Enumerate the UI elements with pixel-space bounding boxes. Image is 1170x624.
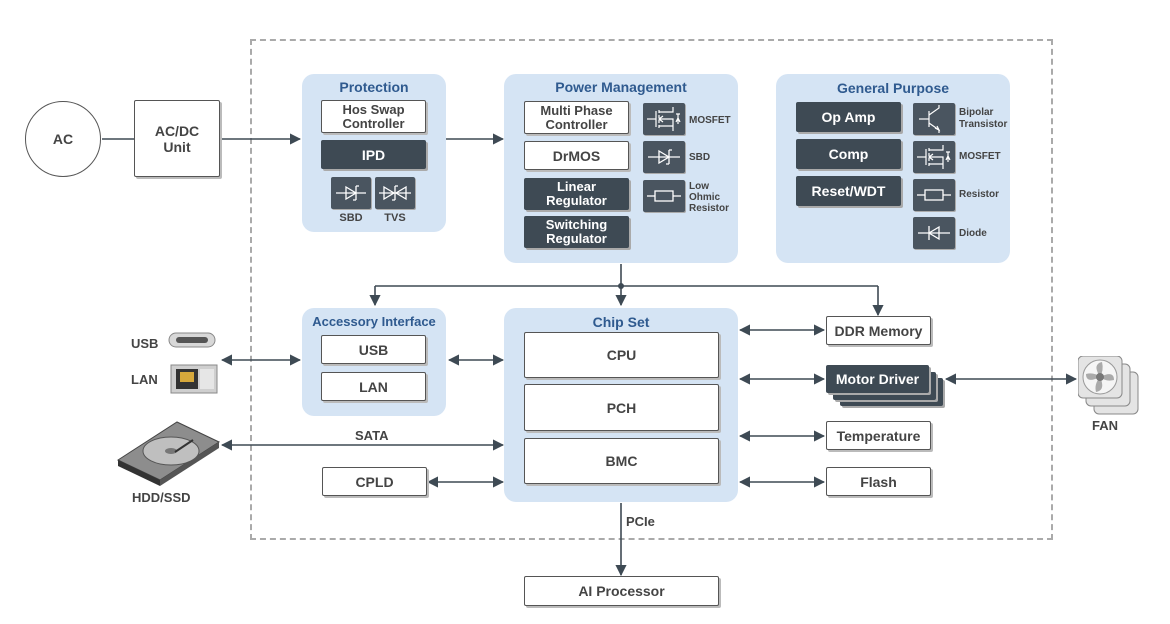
- accessory-interface-title: Accessory Interface: [312, 314, 436, 329]
- pm-sbd-symbol: [643, 141, 685, 173]
- accessory-lan: LAN: [321, 372, 426, 401]
- tvs-diode-icon: [379, 185, 411, 201]
- cpu-block: CPU: [524, 332, 719, 378]
- ac-source: AC: [25, 101, 101, 177]
- pm-mosfet-label: MOSFET: [689, 115, 731, 126]
- drmos-block: DrMOS: [524, 141, 629, 170]
- acdc-unit: AC/DC Unit: [134, 100, 220, 177]
- ai-processor: AI Processor: [524, 576, 719, 606]
- cpld-block: CPLD: [322, 467, 427, 496]
- sbd-diode-icon: [336, 185, 366, 201]
- pm-low-ohmic-label: Low Ohmic Resistor: [689, 181, 730, 214]
- tvs-symbol: [375, 177, 415, 209]
- gp-resistor-symbol: [913, 179, 955, 211]
- pch-block: PCH: [524, 384, 719, 431]
- pm-sbd-label: SBD: [689, 152, 711, 163]
- chipset-title: Chip Set: [592, 314, 650, 330]
- flash-memory: Flash: [826, 467, 931, 496]
- protection-title: Protection: [339, 79, 409, 95]
- diode-icon: [918, 225, 950, 241]
- junction-dot: [618, 283, 624, 289]
- motor-driver: Motor Driver: [826, 365, 929, 393]
- mosfet-icon: [647, 107, 681, 131]
- gp-diode-label: Diode: [959, 228, 987, 239]
- system-boundary: [250, 39, 1053, 540]
- power-management-title: Power Management: [555, 79, 687, 95]
- bipolar-label: Bipolar Transistor: [959, 107, 1008, 130]
- usb-connector-icon: [168, 332, 216, 348]
- ext-lan-label: LAN: [131, 372, 158, 387]
- ipd-block: IPD: [321, 140, 426, 169]
- pm-mosfet-symbol: [643, 103, 685, 135]
- ac-label: AC: [52, 131, 74, 147]
- mosfet-icon: [917, 145, 951, 169]
- sbd-symbol: [331, 177, 371, 209]
- resistor-icon: [647, 190, 681, 202]
- switching-regulator: Switching Regulator: [524, 216, 629, 248]
- bipolar-transistor-icon: [919, 105, 941, 133]
- ddr-memory: DDR Memory: [826, 316, 931, 345]
- op-amp-block: Op Amp: [796, 102, 901, 132]
- pcie-label: PCIe: [626, 514, 655, 529]
- fan-icon: [1078, 356, 1139, 415]
- sata-label: SATA: [355, 428, 389, 443]
- gp-mosfet-symbol: [913, 141, 955, 173]
- tvs-label: TVS: [384, 212, 406, 224]
- accessory-usb: USB: [321, 335, 426, 364]
- bipolar-symbol: [913, 103, 955, 135]
- ext-fan-label: FAN: [1092, 418, 1118, 433]
- pm-resistor-symbol: [643, 180, 685, 212]
- gp-diode-symbol: [913, 217, 955, 249]
- temperature-sensor: Temperature: [826, 421, 931, 450]
- gp-resistor-label: Resistor: [959, 189, 1000, 200]
- resistor-icon: [917, 189, 951, 201]
- gp-mosfet-label: MOSFET: [959, 151, 1001, 162]
- schottky-diode-icon: [648, 149, 680, 165]
- bmc-block: BMC: [524, 438, 719, 484]
- hdd-icon: [116, 421, 221, 486]
- general-purpose-title: General Purpose: [836, 80, 950, 96]
- comp-block: Comp: [796, 139, 901, 169]
- sbd-label: SBD: [339, 212, 363, 224]
- reset-wdt-block: Reset/WDT: [796, 176, 901, 206]
- hot-swap-controller: Hos Swap Controller: [321, 100, 426, 133]
- multi-phase-controller: Multi Phase Controller: [524, 101, 629, 134]
- ext-hdd-label: HDD/SSD: [132, 490, 191, 505]
- linear-regulator: Linear Regulator: [524, 178, 629, 210]
- ext-usb-label: USB: [131, 336, 159, 351]
- lan-port-icon: [170, 364, 218, 394]
